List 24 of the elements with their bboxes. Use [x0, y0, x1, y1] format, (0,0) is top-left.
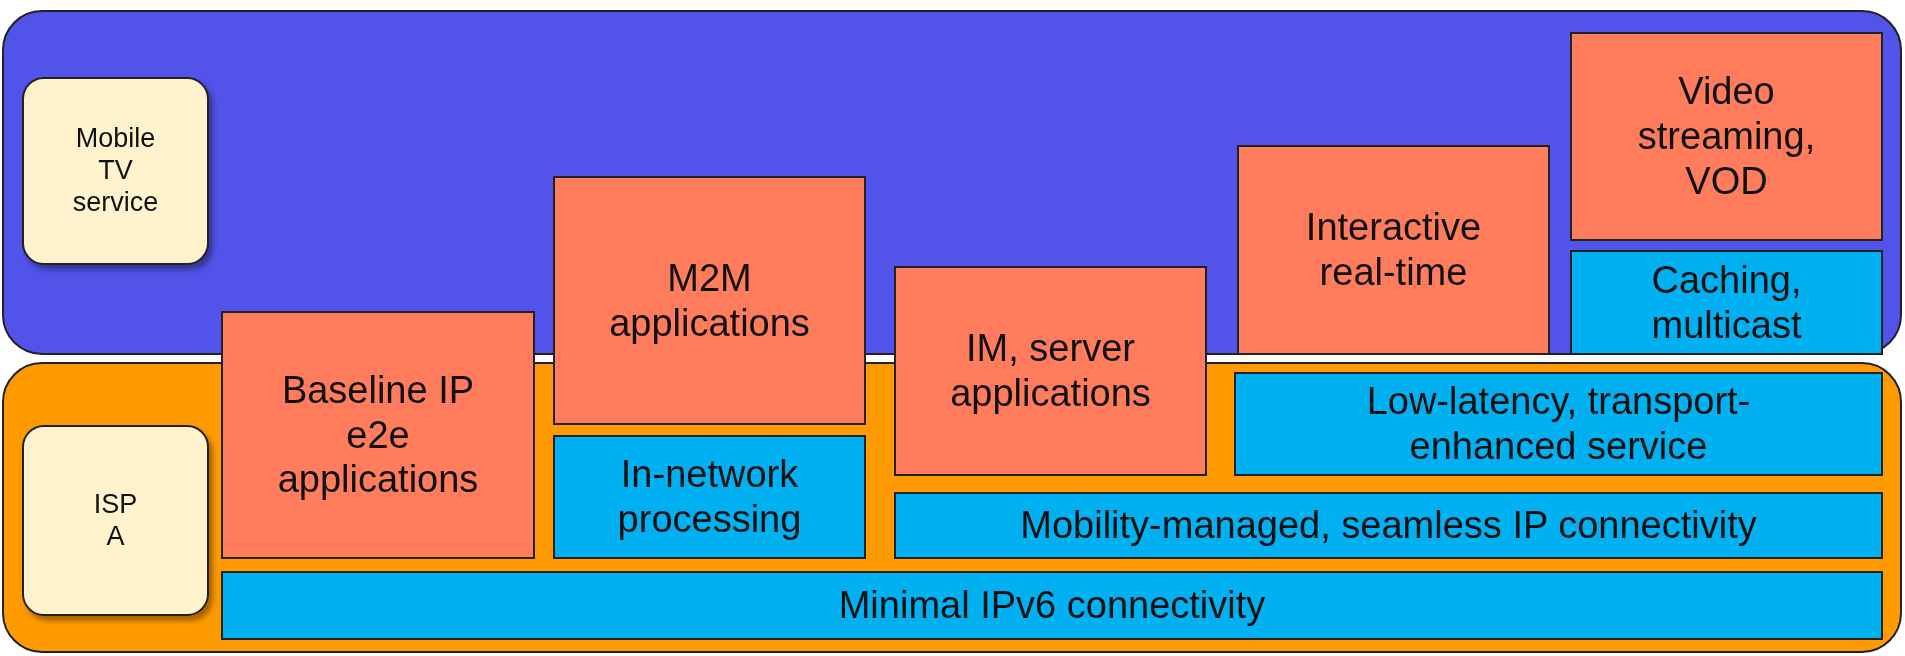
box-text: Low-latency, transport-enhanced service — [1365, 379, 1752, 469]
application-box — [1570, 32, 1883, 241]
application-box — [1237, 145, 1550, 355]
application-box — [553, 176, 866, 425]
box-label: ISP A — [92, 488, 139, 553]
service-box — [1570, 250, 1883, 355]
service-box — [221, 571, 1883, 640]
box-text: Interactive real-time — [1304, 205, 1483, 295]
box-text: Mobility-managed, seamless IP connectivity — [1020, 503, 1757, 548]
service-box — [894, 492, 1883, 559]
application-box — [221, 311, 535, 559]
label-box — [22, 425, 209, 616]
service-box — [1234, 372, 1883, 476]
box-text: Video streaming, VOD — [1636, 69, 1817, 204]
label-box — [22, 77, 209, 265]
box-text: In-network processing — [616, 452, 803, 542]
box-text: IM, server applications — [949, 326, 1152, 416]
service-box — [553, 435, 866, 559]
box-text: Minimal IPv6 connectivity — [838, 583, 1266, 628]
application-box — [894, 266, 1207, 476]
box-text: Caching, multicast — [1650, 257, 1803, 348]
box-text: M2M applications — [608, 255, 811, 346]
box-label: Mobile TV service — [71, 123, 160, 219]
box-text: Baseline IP e2e applications — [276, 367, 480, 503]
